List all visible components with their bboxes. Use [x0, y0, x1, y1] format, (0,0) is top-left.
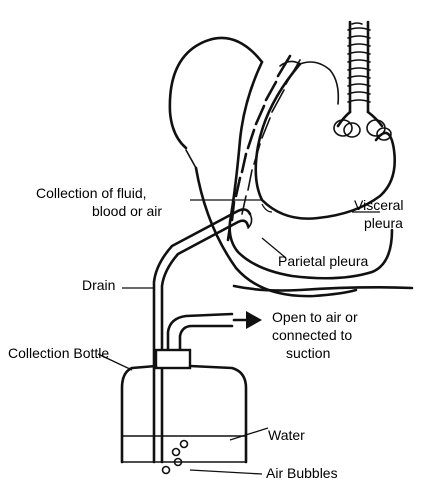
label-visceral-line2: pleura — [364, 215, 403, 231]
bronchus-left — [334, 120, 360, 137]
label-visceral-line1: Visceral — [354, 197, 404, 213]
label-parietal-pleura: Parietal pleura — [278, 253, 368, 269]
label-collection-line1: Collection of fluid, — [36, 185, 147, 201]
label-open-line1: Open to air or — [272, 309, 358, 325]
chest-outline — [170, 38, 262, 148]
label-open-line3: suction — [286, 345, 330, 361]
label-water: Water — [268, 427, 305, 443]
label-collection-bottle: Collection Bottle — [8, 345, 109, 361]
air-bubbles — [163, 441, 188, 474]
trachea — [334, 22, 391, 140]
label-collection-line2: blood or air — [92, 203, 162, 219]
bottle-stopper — [156, 350, 190, 368]
bubbles-leader — [190, 470, 262, 474]
collection-bottle — [122, 350, 246, 462]
right-arrow-icon — [234, 311, 262, 329]
label-drain: Drain — [82, 277, 115, 293]
label-open-line2: connected to — [272, 327, 352, 343]
lung-outline — [256, 64, 395, 219]
water-leader — [230, 428, 268, 440]
label-air-bubbles: Air Bubbles — [266, 465, 338, 481]
